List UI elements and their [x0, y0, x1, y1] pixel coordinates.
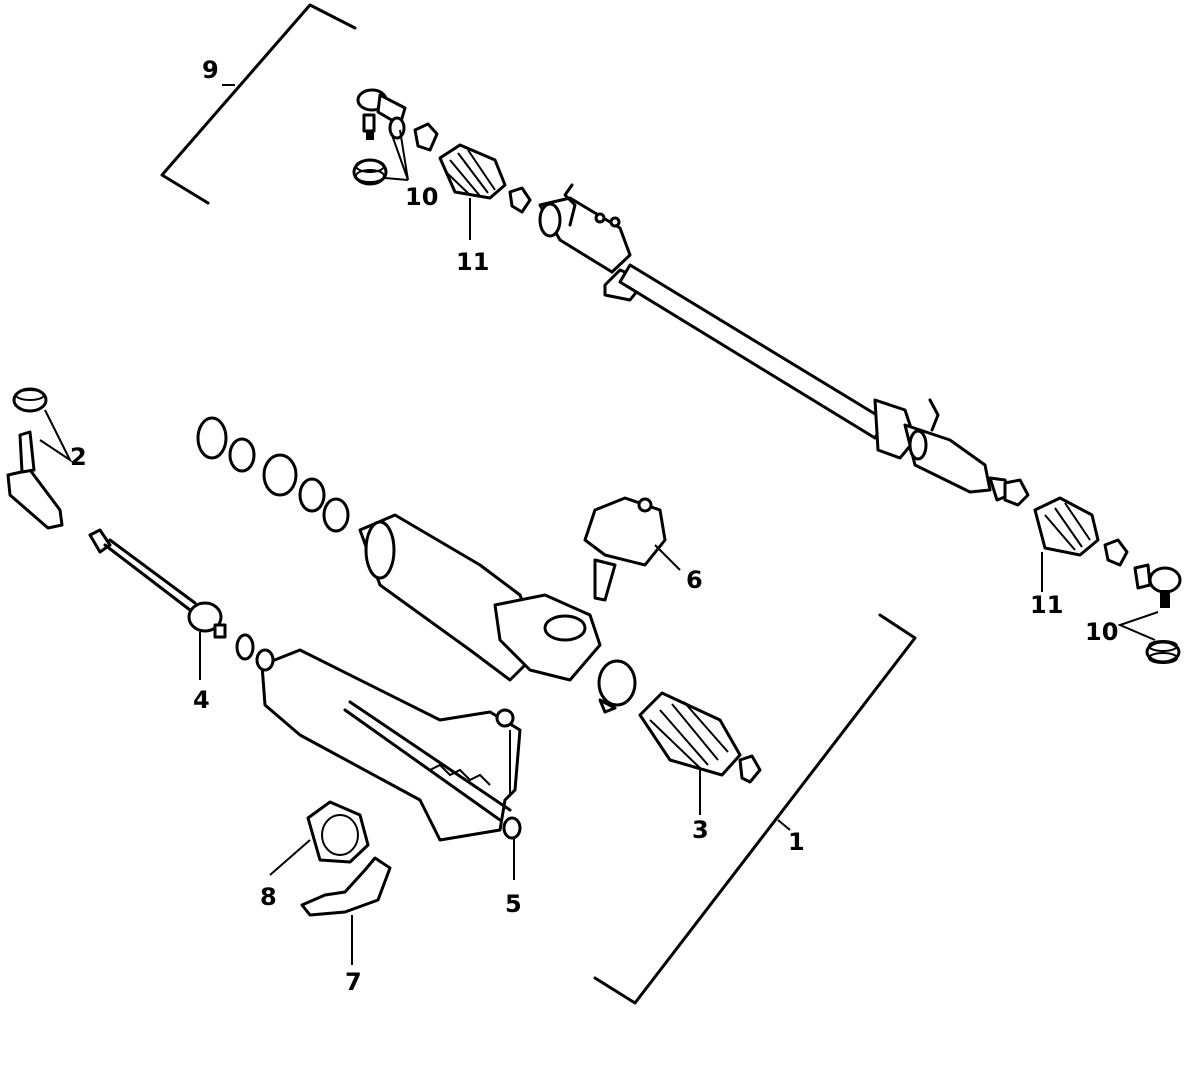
callout-8: 8: [260, 883, 277, 911]
leaders-lower: [39, 409, 701, 965]
bracket-9: [160, 3, 357, 205]
control-valve: [583, 496, 667, 602]
seal-set: [196, 416, 350, 533]
power-rack-housing: [358, 513, 602, 682]
end-plug-lower: [738, 754, 762, 784]
callout-2: 2: [70, 443, 87, 471]
callout-6: 6: [686, 566, 703, 594]
callout-11-lower: 11: [1030, 591, 1063, 619]
boot-small-upper-left: [352, 158, 388, 186]
callout-1: 1: [788, 828, 805, 856]
boot-small-right: [1145, 640, 1181, 664]
upper-rack-assembly: [352, 88, 1182, 664]
callout-labels: 1 2 3 4 5 6 7 8 9 10 10 11 11: [70, 56, 1118, 996]
leaders-upper: [384, 129, 1159, 641]
callout-3: 3: [692, 816, 709, 844]
rack-boot-lower: [638, 691, 742, 777]
small-joint-upper: [508, 186, 532, 214]
nut-upper-left: [413, 122, 439, 152]
rack-boot-upper: [438, 143, 507, 200]
tie-rod-end-left: [6, 387, 64, 530]
tie-rod-end-right: [1133, 563, 1182, 608]
inner-tie-rod: [88, 528, 227, 639]
gear-housing: [255, 648, 522, 842]
callout-5: 5: [505, 890, 522, 918]
lower-rack-assembly: [6, 387, 762, 917]
bracket-1: [593, 613, 917, 1005]
callout-9: 9: [202, 56, 219, 84]
rack-boot-right: [1033, 496, 1100, 557]
rack-housing-upper: [538, 183, 1030, 507]
callout-10-lower: 10: [1085, 618, 1118, 646]
callout-7: 7: [345, 968, 362, 996]
mount-bushing: [306, 800, 370, 864]
clamp-ring: [597, 659, 637, 714]
callout-11-upper: 11: [456, 248, 489, 276]
ring-lower: [235, 633, 255, 661]
clip-right: [1103, 538, 1129, 567]
callout-4: 4: [193, 686, 210, 714]
callout-10-upper: 10: [405, 183, 438, 211]
mount-clamp: [300, 856, 392, 917]
